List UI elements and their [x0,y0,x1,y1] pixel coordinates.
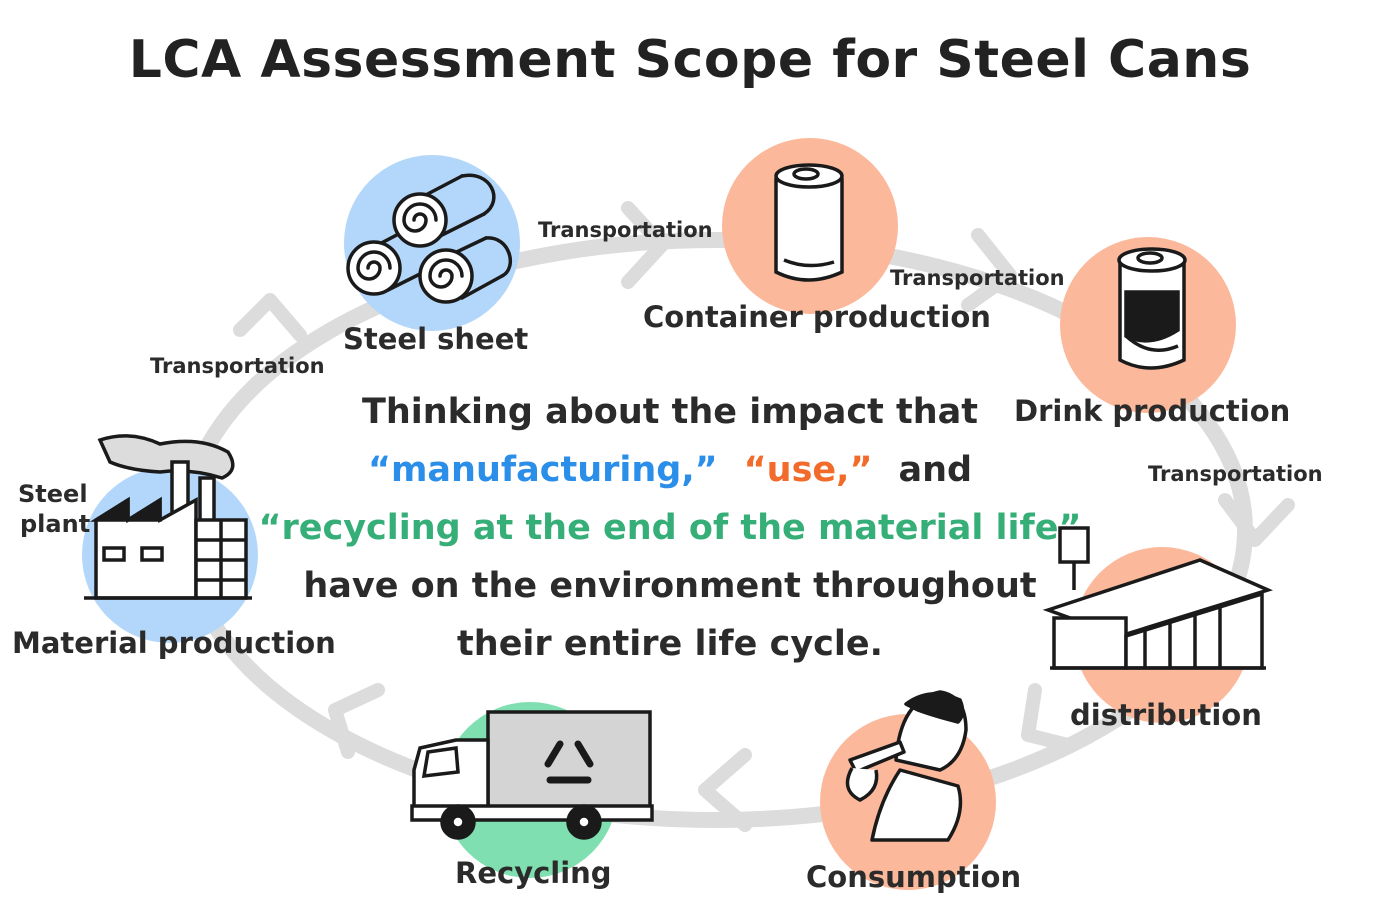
factory-icon [84,434,252,600]
stage-label-steel-sheet: Steel sheet [343,322,529,356]
stage-label-distribution: distribution [1070,698,1262,732]
center-line-2: “manufacturing,” “use,” and [250,441,1090,499]
transportation-label: Transportation [150,354,325,378]
page-title: LCA Assessment Scope for Steel Cans [128,30,1252,90]
arrow-chevron [328,683,385,759]
drinking-person-icon [845,690,968,842]
stage-label-container-production: Container production [643,300,991,334]
can-icon [774,163,844,282]
keyword-recycling: “recycling at the end of the material li… [258,508,1082,548]
stage-label-drink-production: Drink production [1014,394,1291,428]
center-line-1: Thinking about the impact that [361,392,979,432]
arrow-chevron [233,293,307,342]
steel-plant-label-line1: Steel [18,480,88,508]
arrow-chevron [961,228,1017,312]
store-icon [1042,526,1273,670]
keyword-manufacturing: “manufacturing,” [367,450,718,490]
drink-can-icon [1117,247,1187,370]
center-and: and [898,450,973,490]
arrow-chevron [698,748,752,832]
arrow-chevron [1218,493,1295,547]
center-line-5: their entire life cycle. [457,624,883,664]
steel-plant-label-line2: plant [20,510,91,538]
transportation-label: Transportation [538,218,713,242]
arrow-chevron [621,201,669,289]
direction-arrows [233,201,1295,832]
center-line-4: have on the environment throughout [303,566,1037,606]
center-message: Thinking about the impact that “manufact… [250,383,1090,673]
steel-coils-icon [346,173,513,304]
transportation-label: Transportation [1148,462,1323,486]
arrow-chevron [1021,683,1075,752]
recycle-icon [544,740,594,784]
stage-label-recycling: Recycling [455,856,612,890]
recycling-truck-icon [410,710,654,840]
stage-label-consumption: Consumption [806,860,1022,894]
transportation-label: Transportation [890,266,1065,290]
keyword-use: “use,” [743,450,873,490]
stage-label-material-production: Material production [12,626,336,660]
